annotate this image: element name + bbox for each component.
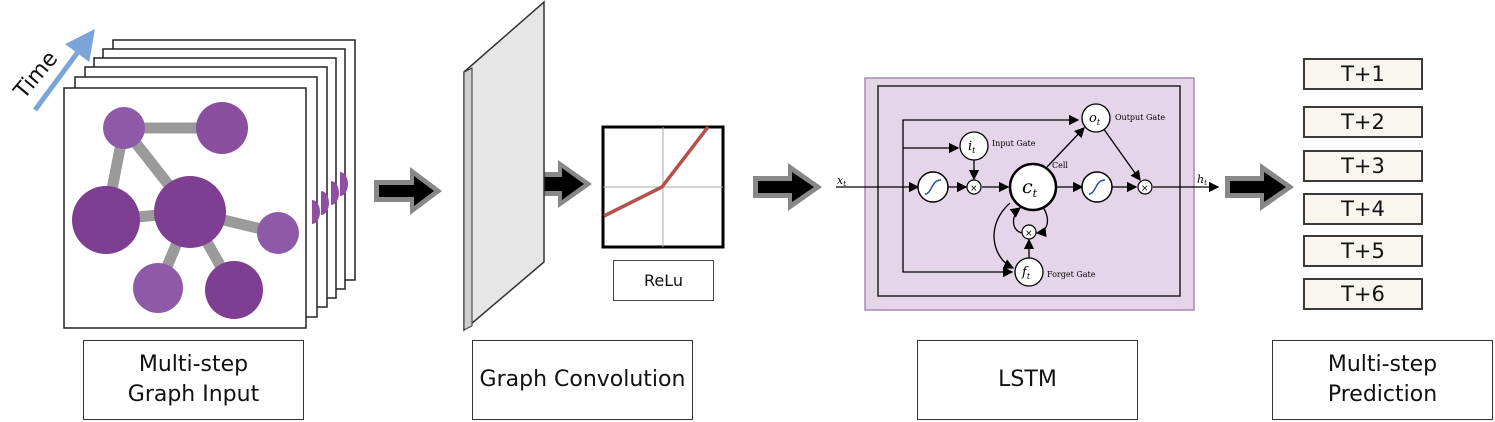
graph-node (72, 186, 140, 254)
graph-node (205, 261, 263, 319)
graph-conv-layer (463, 0, 545, 332)
forget-gate-symbol: ft (1021, 265, 1031, 281)
flow-arrow-3 (753, 163, 822, 211)
graph-node (154, 176, 226, 248)
mult-symbol: × (970, 184, 978, 194)
prediction-box: T+2 (1303, 106, 1423, 138)
output-gate-label: Output Gate (1115, 113, 1165, 122)
relu-plot (601, 125, 725, 249)
time-arrow (32, 28, 95, 112)
graph-node (133, 263, 183, 313)
graph-node (103, 107, 145, 149)
cell-symbol: ct (1022, 176, 1038, 200)
prediction-box: T+6 (1303, 278, 1423, 310)
prediction-box: T+3 (1303, 150, 1423, 182)
cell-label: Cell (1052, 161, 1068, 170)
prediction-box: T+4 (1303, 193, 1423, 225)
flow-arrow-1 (374, 167, 442, 215)
stage-label-prediction: Multi-step Prediction (1272, 340, 1493, 420)
input-gate-symbol: it (968, 139, 976, 155)
relu-curve (603, 125, 710, 218)
output-gate-symbol: ot (1089, 111, 1101, 127)
stage-label-graph-conv: Graph Convolution (472, 340, 693, 420)
input-gate-label: Input Gate (992, 139, 1036, 148)
lstm-nodes (917, 103, 1153, 287)
prediction-box: T+5 (1303, 235, 1423, 267)
relu-label: ReLu (613, 260, 714, 301)
mult-symbol: × (1025, 229, 1033, 239)
stage-label-input: Multi-step Graph Input (83, 340, 304, 420)
lstm-labels: xt ht it ot ft ct Input Gate Output Gate… (837, 111, 1207, 281)
stage-label-lstm: LSTM (917, 340, 1138, 420)
forget-gate-label: Forget Gate (1047, 270, 1096, 279)
graph-node (196, 102, 248, 154)
input-x-label: xt (837, 174, 846, 188)
flow-arrow-4 (1225, 163, 1294, 211)
time-label: Time (9, 47, 63, 105)
prediction-box: T+1 (1303, 58, 1423, 90)
graph-node (257, 212, 299, 254)
lstm-wiring (836, 114, 1220, 278)
mult-symbol: × (1141, 184, 1149, 194)
output-h-label: ht (1197, 173, 1207, 187)
